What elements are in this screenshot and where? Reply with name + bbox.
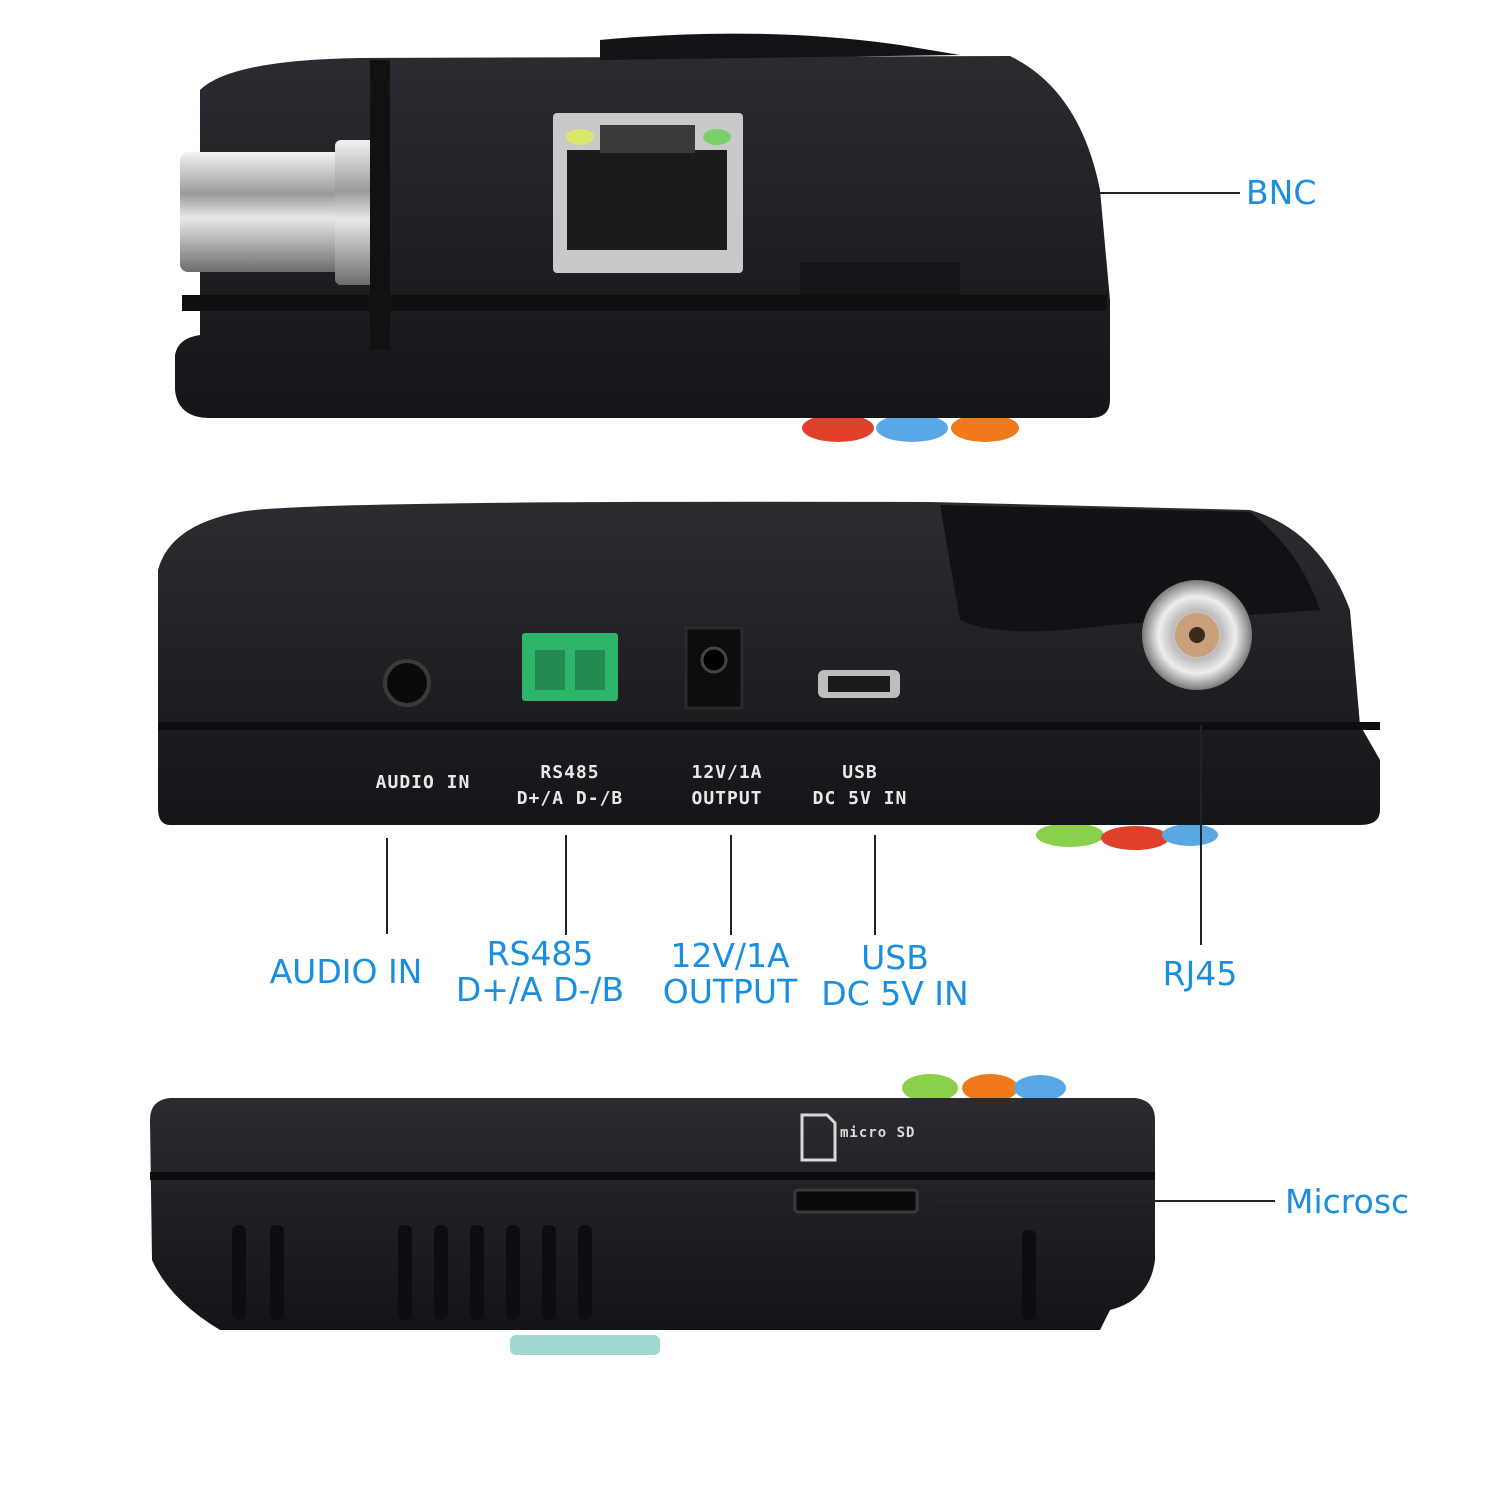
orange-button-bottom	[962, 1074, 1018, 1102]
bnc-leader-line	[770, 192, 1240, 194]
audio-in-leader-line	[386, 838, 388, 934]
printed-rs485-line1: RS485	[540, 762, 600, 783]
rs485-callout-line1: RS485	[486, 934, 594, 973]
blue-button	[876, 414, 948, 442]
green-button-bottom	[902, 1074, 958, 1102]
blue-button-bottom	[1014, 1075, 1066, 1101]
bnc-connector-top	[180, 152, 370, 272]
device-top-view	[175, 33, 1110, 442]
ventilation-slots	[232, 1225, 1036, 1320]
audio-in-callout: AUDIO IN	[269, 952, 423, 991]
microsd-slot	[793, 1188, 919, 1214]
printed-rs485-line2: D+/A D-/B	[516, 788, 624, 809]
output-callout-line2: OUTPUT	[662, 972, 798, 1011]
sd-card-icon	[800, 1113, 837, 1162]
microsd-callout: Microsc	[1285, 1182, 1410, 1221]
orange-button	[951, 414, 1019, 442]
usb-callout-line1: USB	[861, 938, 929, 977]
device-port-side	[158, 501, 1380, 850]
usb-callout-line2: DC 5V IN	[821, 974, 969, 1013]
green-button-side	[1036, 823, 1104, 847]
rs485-leader-line	[565, 835, 567, 935]
printed-output-line2: OUTPUT	[691, 788, 763, 809]
microsd-leader-line	[935, 1200, 1275, 1202]
red-button	[802, 414, 874, 442]
printed-output-line1: 12V/1A	[691, 762, 763, 783]
printed-usb-line1: USB	[842, 762, 878, 783]
audio-in-jack	[383, 659, 431, 707]
red-button-side	[1101, 826, 1169, 850]
output-leader-line	[730, 835, 732, 935]
blue-button-side	[1162, 824, 1218, 846]
rj45-callout: RJ45	[1162, 954, 1238, 993]
rs485-callout-line2: D+/A D-/B	[455, 970, 625, 1009]
printed-audio-in: AUDIO IN	[375, 772, 471, 793]
bnc-callout: BNC	[1246, 173, 1317, 212]
usb-leader-line	[874, 835, 876, 935]
device-microsd-side	[150, 1074, 1155, 1355]
rj45-leader-line	[1200, 725, 1202, 945]
printed-usb-line2: DC 5V IN	[812, 788, 908, 809]
output-callout-line1: 12V/1A	[670, 936, 790, 975]
microsd-logo-text: micro SD	[840, 1125, 916, 1141]
